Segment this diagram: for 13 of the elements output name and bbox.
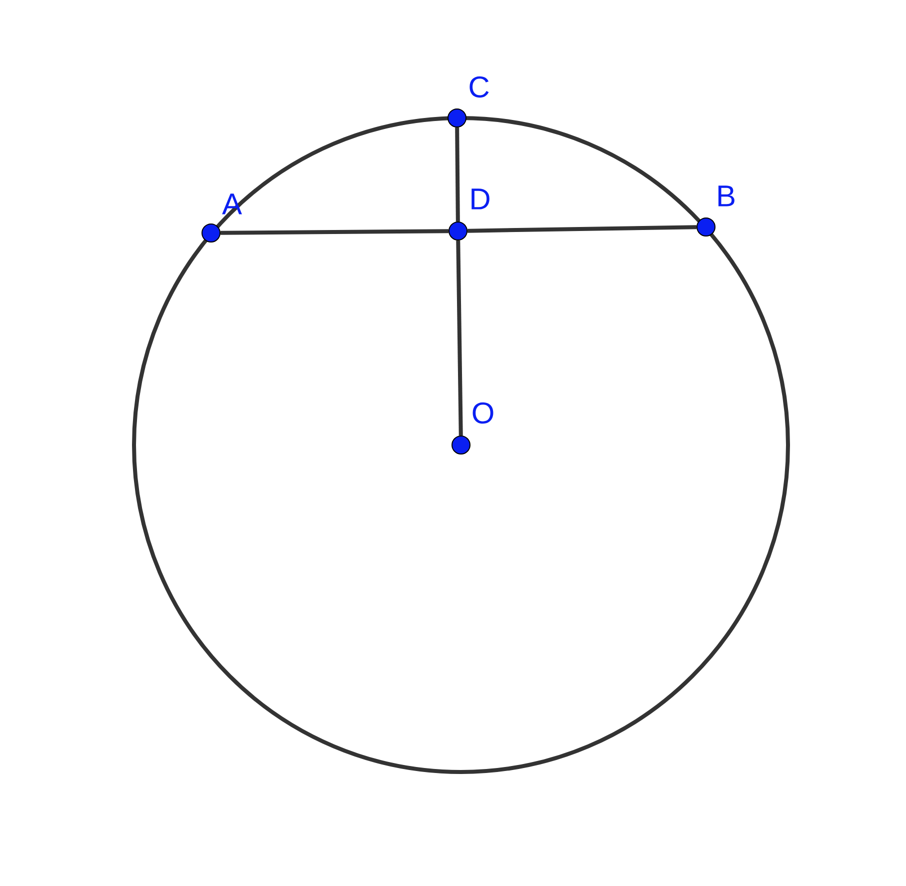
line-segment [220,229,449,235]
point-label: O [472,402,494,424]
point-label: C [470,76,489,98]
point-label: D [472,188,490,210]
point [448,222,468,240]
point-label: B [718,186,734,206]
point [696,217,716,236]
point [452,436,470,454]
point [448,108,466,128]
line-segment [456,240,463,436]
line-segment [467,225,697,233]
line-segment [455,127,460,222]
point [202,224,220,242]
